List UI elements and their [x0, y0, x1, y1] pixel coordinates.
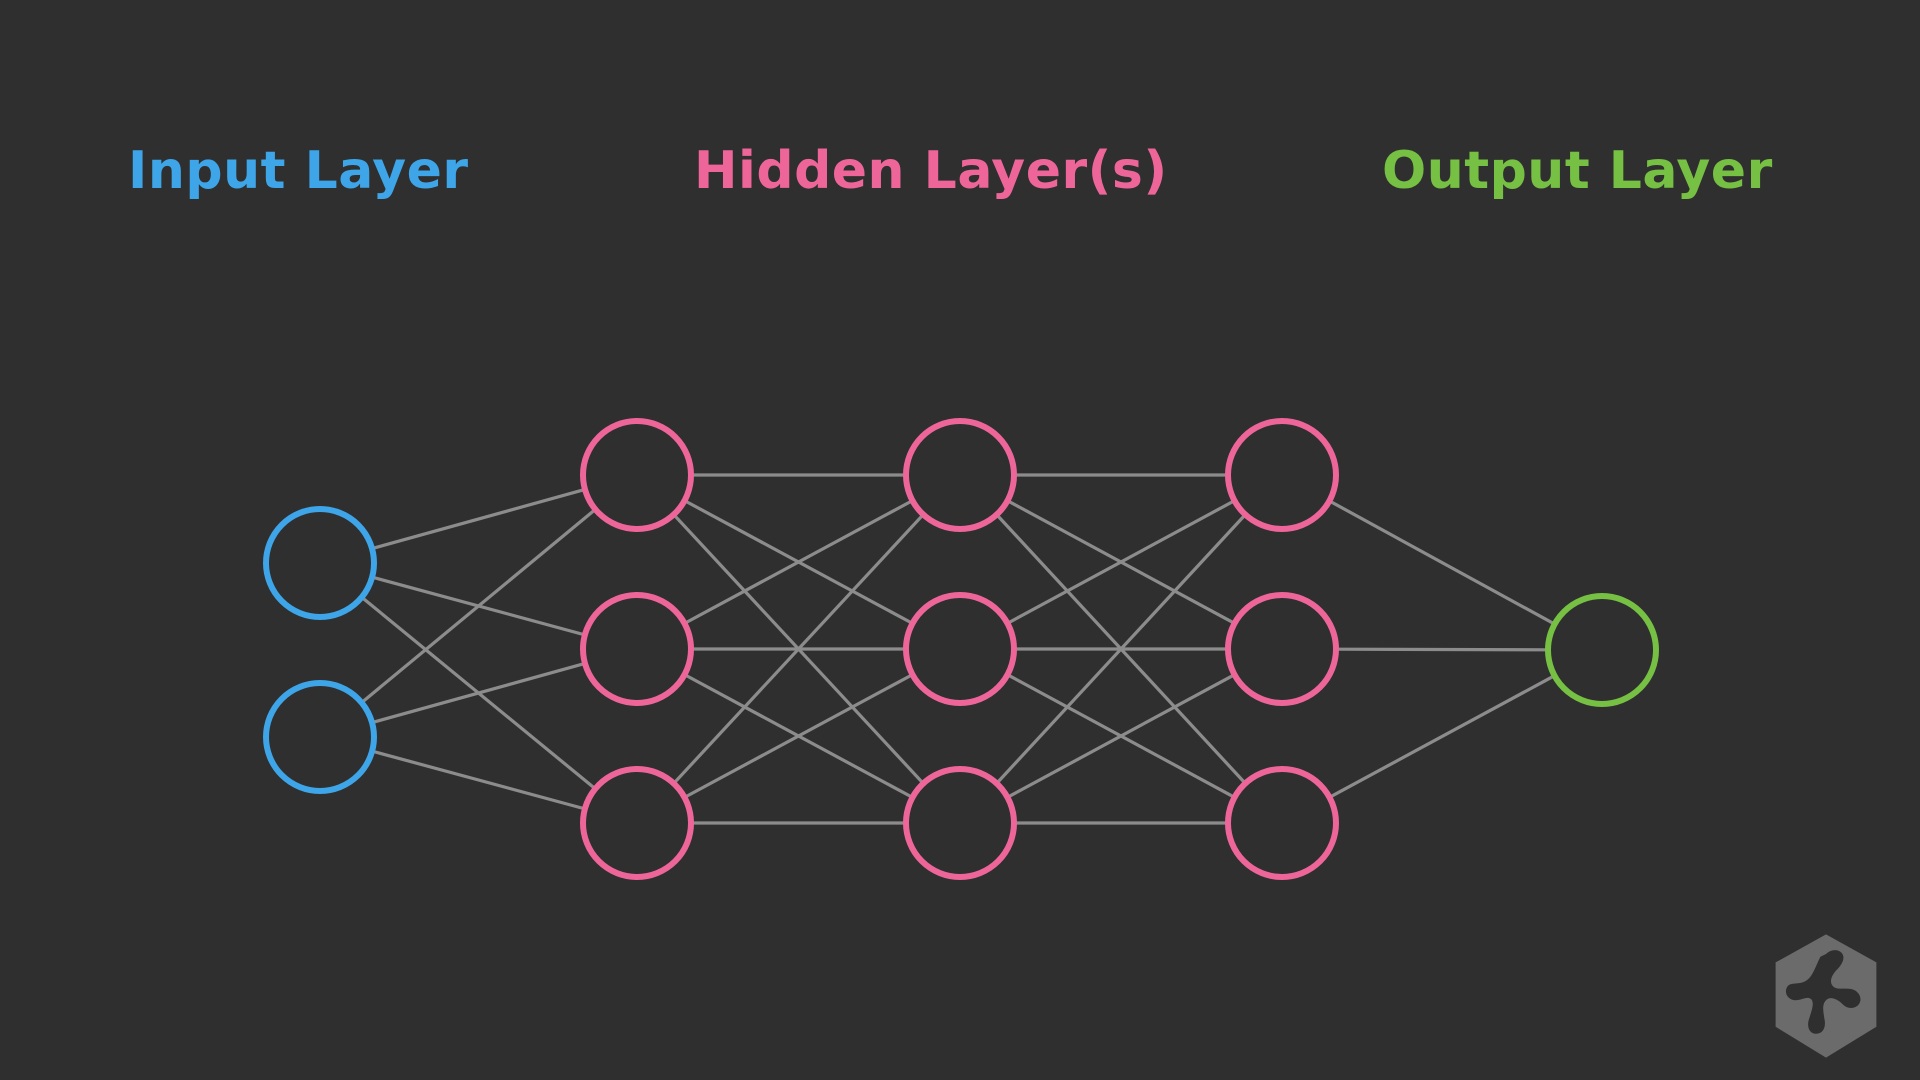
neuron-node-hidden-3-1[interactable]	[1225, 418, 1339, 532]
connection-edge	[1335, 647, 1549, 652]
neuron-node-input-1[interactable]	[263, 506, 377, 620]
connection-edge	[1328, 499, 1556, 626]
neuron-node-output-1[interactable]	[1545, 593, 1659, 707]
connection-edges	[360, 473, 1556, 825]
connection-edge	[371, 661, 586, 725]
connection-edge	[1006, 673, 1236, 799]
connection-edge	[672, 513, 925, 785]
neuron-node-hidden-3-3[interactable]	[1225, 766, 1339, 880]
neuron-node-input-2[interactable]	[263, 680, 377, 794]
hexagon-neuron-logo-icon	[1775, 934, 1877, 1058]
neuron-node-hidden-2-1[interactable]	[903, 418, 1017, 532]
neuron-nodes	[263, 418, 1659, 880]
neuron-node-hidden-2-2[interactable]	[903, 592, 1017, 706]
neuron-node-hidden-1-1[interactable]	[580, 418, 694, 532]
connection-edge	[683, 499, 914, 625]
connection-edge	[1328, 674, 1556, 799]
neuron-node-hidden-2-3[interactable]	[903, 766, 1017, 880]
neuron-node-hidden-1-3[interactable]	[580, 766, 694, 880]
connection-edge	[1006, 499, 1236, 625]
neuron-node-hidden-3-2[interactable]	[1225, 592, 1339, 706]
connection-edge	[683, 673, 914, 799]
connection-edge	[371, 749, 586, 811]
connection-edge	[371, 487, 586, 551]
connection-edge	[360, 508, 597, 704]
neuron-node-hidden-1-2[interactable]	[580, 592, 694, 706]
connection-edge	[995, 513, 1247, 785]
